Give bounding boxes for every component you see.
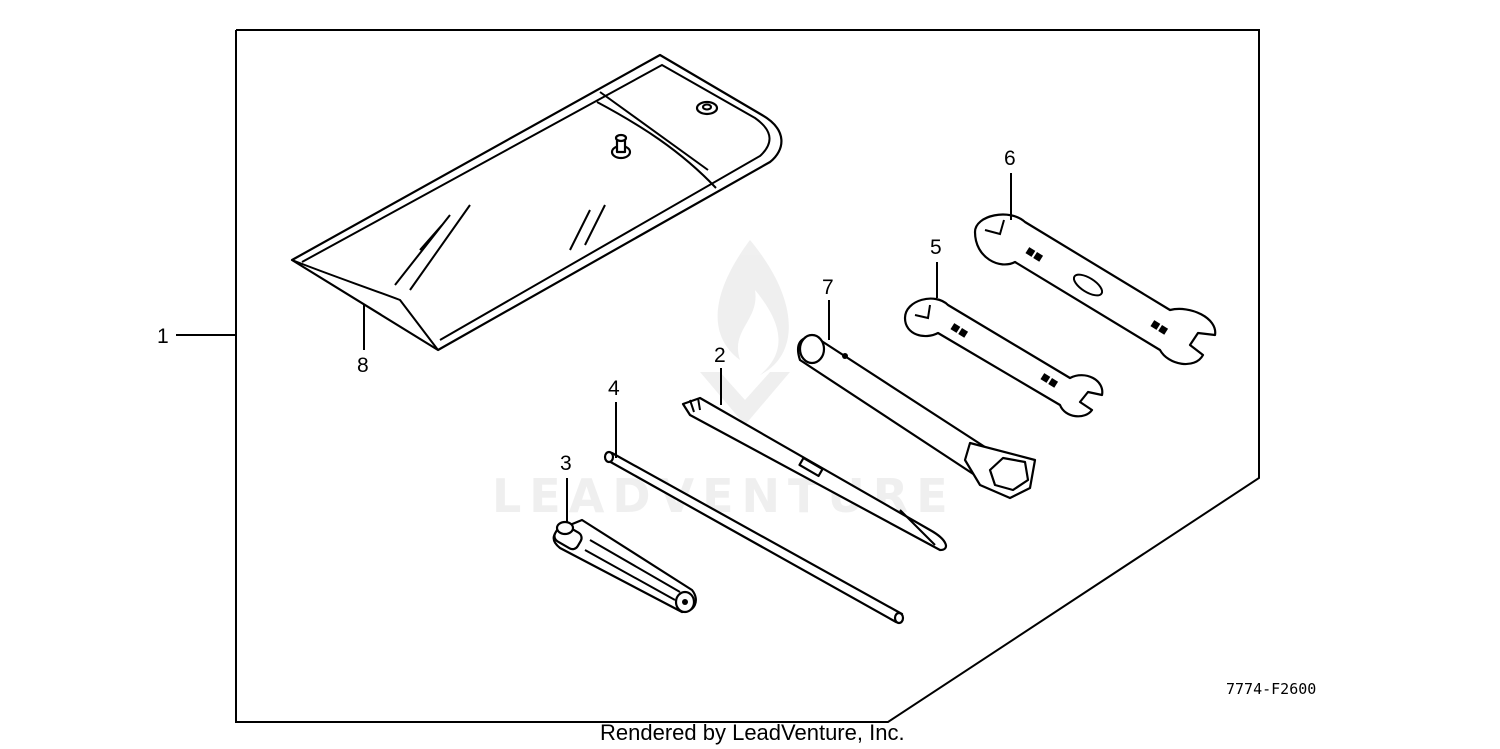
callout-7: 7 — [822, 276, 834, 299]
plug-wrench — [796, 333, 1037, 500]
callout-3: 3 — [560, 452, 572, 475]
chevron-down-icon — [700, 372, 790, 425]
callout-8: 8 — [357, 354, 369, 377]
figure-reference: 7774-F2600 — [1226, 680, 1316, 698]
screwdriver-shaft — [681, 396, 948, 552]
watermark: LEADVENTURE — [492, 240, 948, 523]
screwdriver-handle — [552, 518, 697, 614]
callout-5: 5 — [930, 236, 942, 259]
flame-icon — [717, 240, 789, 375]
tool-bag — [290, 53, 783, 352]
callout-6: 6 — [1004, 147, 1016, 170]
wrench-large: ◼◼ ◼◼ — [973, 213, 1217, 366]
bar-rod — [603, 450, 905, 625]
callout-1: 1 — [157, 325, 169, 348]
wrench-small: ◼◼ ◼◼ — [903, 297, 1104, 418]
callout-4: 4 — [608, 377, 620, 400]
credit-line: Rendered by LeadVenture, Inc. — [600, 720, 905, 745]
assembly-outline — [235, 29, 1260, 723]
callout-2: 2 — [714, 344, 726, 367]
